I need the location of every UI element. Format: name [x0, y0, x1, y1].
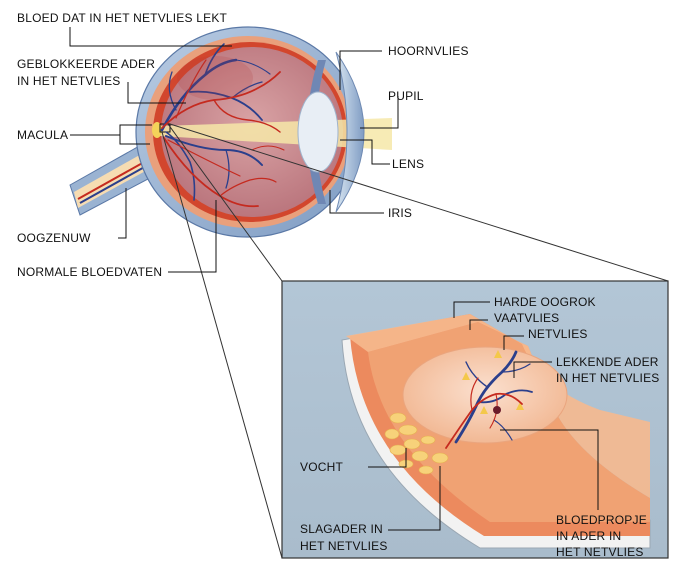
callout-bracket-macula — [119, 124, 152, 145]
callout-line-hoornvlies — [339, 50, 382, 90]
label-oogzenuw: OOGZENUW — [17, 231, 91, 245]
label-hoornvlies: HOORNVLIES — [388, 44, 469, 58]
callout-line-lens — [340, 139, 390, 165]
label-bloedpropje-line2: IN ADER IN — [556, 529, 621, 543]
callout-line-iris — [329, 190, 384, 214]
label-lens: LENS — [392, 157, 424, 171]
label-lekkende-line2: IN HET NETVLIES — [556, 371, 659, 385]
label-lekkende-line1: LEKKENDE ADER — [556, 355, 659, 369]
callout-line-bloed-lekt — [69, 27, 232, 47]
label-vocht: VOCHT — [300, 460, 343, 474]
leak-droplets — [462, 350, 524, 414]
inset-callouts — [368, 301, 599, 531]
label-geblokkeerde-line1: GEBLOKKEERDE ADER — [17, 57, 155, 71]
leaking-blood-area — [177, 56, 253, 100]
label-netvlies: NETVLIES — [528, 327, 588, 341]
inset-labels: HARDE OOGROK VAATVLIES NETVLIES LEKKENDE… — [300, 295, 659, 559]
fluid-droplets — [384, 412, 449, 475]
callout-line-pupil — [360, 96, 399, 129]
fluid-blister — [402, 346, 568, 444]
label-bloedpropje-line3: HET NETVLIES — [556, 545, 644, 559]
callout-line-bloedpropje — [500, 429, 599, 510]
callout-line-geblokkeerde — [127, 82, 186, 104]
label-slagader-line1: SLAGADER IN — [300, 522, 383, 536]
label-harde-oogrok: HARDE OOGROK — [494, 295, 596, 309]
label-normale-bloedvaten: NORMALE BLOEDVATEN — [17, 265, 162, 279]
label-iris: IRIS — [388, 206, 412, 220]
callout-line-netvlies — [503, 335, 524, 350]
label-slagader-line2: HET NETVLIES — [300, 539, 388, 553]
callout-line-vocht — [368, 448, 407, 468]
callout-line-vaatvlies — [469, 319, 488, 330]
retina-cross-section — [341, 314, 651, 549]
callout-line-slagader — [388, 466, 441, 531]
callout-line-normale — [168, 200, 217, 273]
blood-clot — [493, 406, 501, 414]
main-labels: BLOED DAT IN HET NETVLIES LEKT GEBLOKKEE… — [17, 11, 469, 279]
label-macula: MACULA — [17, 128, 68, 142]
lens — [297, 91, 339, 173]
inset-panel: HARDE OOGROK VAATVLIES NETVLIES LEKKENDE… — [281, 280, 669, 559]
label-bloed-lekt: BLOED DAT IN HET NETVLIES LEKT — [17, 11, 228, 25]
zoom-lines — [161, 123, 669, 559]
callout-line-harde-oogrok — [453, 301, 490, 318]
eyeball — [135, 26, 392, 238]
retina-surface — [346, 314, 650, 498]
label-bloedpropje-line1: BLOEDPROPJE — [556, 513, 647, 527]
cornea — [335, 51, 365, 213]
main-callouts — [69, 27, 399, 273]
label-vaatvlies: VAATVLIES — [494, 311, 559, 325]
label-pupil: PUPIL — [388, 89, 424, 103]
callout-line-lekkende — [513, 361, 552, 378]
callout-line-oogzenuw — [118, 188, 127, 239]
label-geblokkeerde-line2: IN HET NETVLIES — [17, 74, 120, 88]
